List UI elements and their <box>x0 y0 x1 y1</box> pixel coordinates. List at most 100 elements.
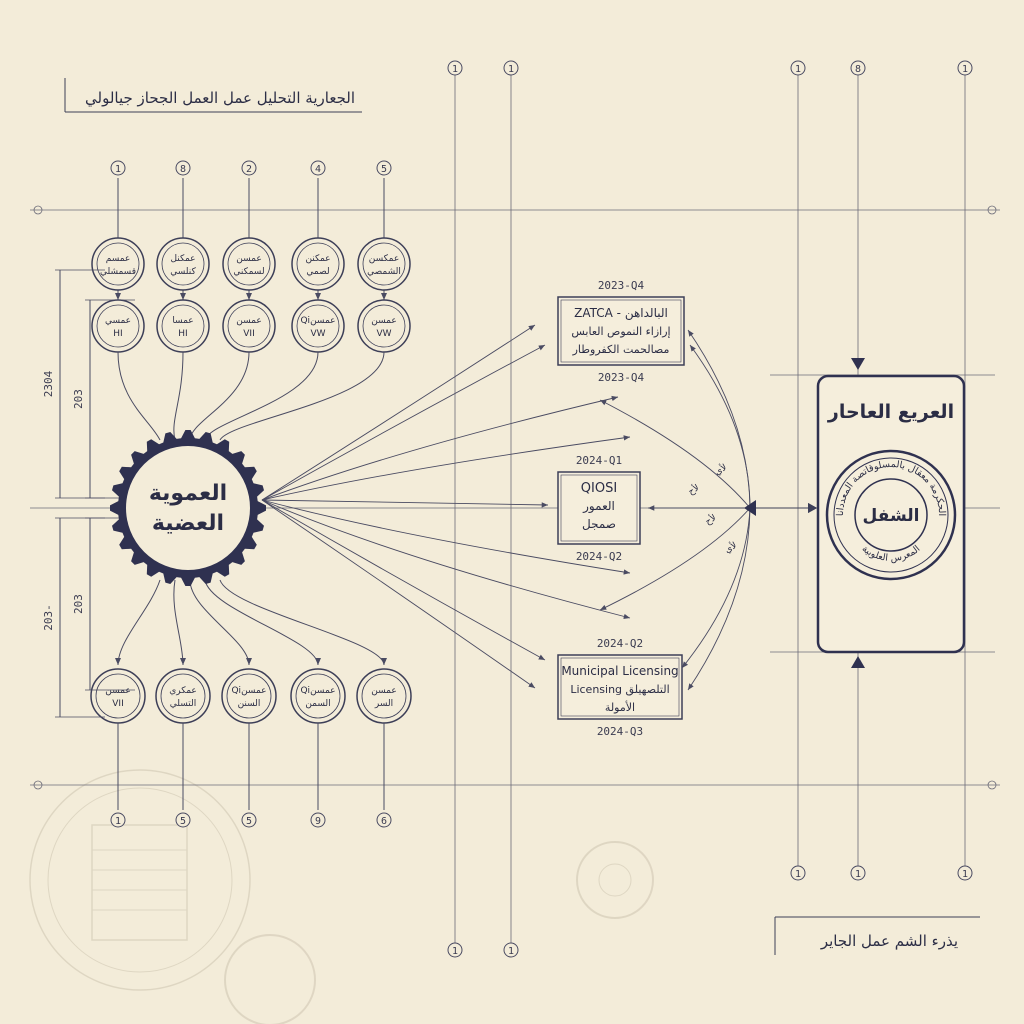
hub-link <box>204 351 319 441</box>
hub-link-bottom <box>115 579 161 666</box>
return-arrow <box>687 329 751 509</box>
bottom-node-label-2: التسلي <box>170 699 196 709</box>
column-number: 1 <box>795 64 801 75</box>
node-number-marker <box>175 160 191 176</box>
return-arrow <box>687 507 751 691</box>
node-number: 1 <box>115 164 121 175</box>
box-line-2: Licensing التلصهيلق <box>570 683 669 697</box>
bottom-node-outer <box>356 668 412 724</box>
fan-arrow <box>261 499 631 620</box>
central-hub: العموية العضية <box>110 430 266 586</box>
panel-arrow-down-icon <box>851 358 865 370</box>
column-number-marker <box>850 60 866 76</box>
top-node-2-inner <box>296 304 340 348</box>
node-number-marker <box>310 160 326 176</box>
bottom-node-label-2: السنن <box>238 699 261 709</box>
node-number: 5 <box>246 816 252 827</box>
box-line-2: إرازاء النموص العابس <box>571 325 670 338</box>
column-number-marker <box>503 942 519 958</box>
column-number: 1 <box>855 869 861 880</box>
column-number: 1 <box>962 869 968 880</box>
hub-link-bottom <box>204 579 321 666</box>
hub-line-1: العموية <box>149 481 227 506</box>
bottom-node-label-1: عمسن <box>371 686 396 696</box>
bottom-node-outer <box>290 668 346 724</box>
box-date-bottom: 2023-Q4 <box>598 371 645 384</box>
bottom-node-label-2: VII <box>112 699 123 709</box>
column-number: 1 <box>508 946 514 957</box>
node-number-marker <box>310 812 326 828</box>
top-node-2-label-1: عمسي <box>105 316 131 326</box>
column-number-marker <box>447 60 463 76</box>
junction-arrow-icon <box>744 500 756 516</box>
column-number-marker <box>790 865 806 881</box>
column-number: 1 <box>962 64 968 75</box>
hub-link-bottom <box>189 579 252 666</box>
box-date-bottom: 2024-Q3 <box>597 725 643 738</box>
box-date-top: 2024-Q2 <box>597 637 643 650</box>
box-line-3: الأمولة <box>605 700 635 714</box>
top-node-2-outer <box>291 299 345 353</box>
top-node-1-label-2: قسمشلي <box>100 267 136 277</box>
column-number: 1 <box>508 64 514 75</box>
top-node-1-outer <box>91 237 145 291</box>
top-node-2-label-1: عمسن <box>236 316 261 326</box>
column-number-marker <box>957 865 973 881</box>
bottom-node-outer <box>221 668 277 724</box>
column-number-marker <box>957 60 973 76</box>
arrow-tag: لأح <box>686 481 701 497</box>
node-number: 1 <box>115 816 121 827</box>
arrow-tag: لأي <box>712 461 729 477</box>
bottom-node-label-2: السمن <box>305 699 330 709</box>
column-number: 8 <box>855 64 861 75</box>
top-node-1-outer <box>357 237 411 291</box>
timeline-box-inner <box>560 299 682 363</box>
bottom-node-inner <box>95 673 141 719</box>
column-number-marker <box>447 942 463 958</box>
top-node-2-inner <box>161 304 205 348</box>
bottom-node-outer <box>90 668 146 724</box>
top-node-1-label-1: عمكنل <box>170 254 195 264</box>
top-node-2-label-1: عمسن <box>371 316 396 326</box>
node-number: 5 <box>381 164 387 175</box>
column-number-marker <box>790 60 806 76</box>
top-node-2-inner <box>362 304 406 348</box>
faint-abacus-decoration <box>29 769 654 1024</box>
bottom-node-inner <box>226 673 272 719</box>
dim-inner-top-label: 203 <box>72 389 85 409</box>
return-arrow <box>689 344 751 509</box>
top-node-1-label-2: لسمكني <box>233 267 264 277</box>
node-number-marker <box>110 812 126 828</box>
box-date-top: 2024-Q1 <box>576 454 622 467</box>
hub-link <box>219 351 385 441</box>
top-node-1-outer <box>156 237 210 291</box>
top-node-2-label-2: HI <box>178 329 187 339</box>
hub-link <box>117 351 161 441</box>
node-number: 5 <box>180 816 186 827</box>
timeline-box-inner <box>560 474 638 542</box>
column-number-marker <box>850 865 866 881</box>
dim-left-bottom-label: 203- <box>42 604 55 631</box>
hub-link-bottom <box>173 579 186 666</box>
top-node-2-label-1: Qiعمسن <box>300 316 335 326</box>
box-line-1: QIOSI <box>581 481 617 496</box>
top-node-1-label-1: عمكنن <box>305 254 330 264</box>
fan-arrow <box>261 324 536 501</box>
timeline-box <box>557 471 641 545</box>
dim-left-top-label: 2304 <box>42 370 55 397</box>
top-node-1-label-1: عمسم <box>106 254 131 264</box>
hub-link-bottom <box>219 579 387 666</box>
top-node-2-label-2: VW <box>310 329 325 339</box>
fan-arrow <box>261 344 546 501</box>
top-node-2-outer <box>91 299 145 353</box>
top-node-1-inner <box>161 242 205 286</box>
column-number: 1 <box>795 869 801 880</box>
return-arrow <box>599 507 751 611</box>
right-panel: العريع العاحار الحكرمة معقال بالمسلوقاتص… <box>816 358 966 668</box>
top-node-1-label-2: لصمي <box>306 267 329 277</box>
top-node-1-label-1: عمكسن <box>369 254 399 264</box>
diagram-title: الجعارية التحليل عمل العمل الجحاز جيالول… <box>85 89 355 108</box>
fan-arrow <box>261 435 631 501</box>
node-number-marker <box>376 812 392 828</box>
top-node-2-inner <box>227 304 271 348</box>
